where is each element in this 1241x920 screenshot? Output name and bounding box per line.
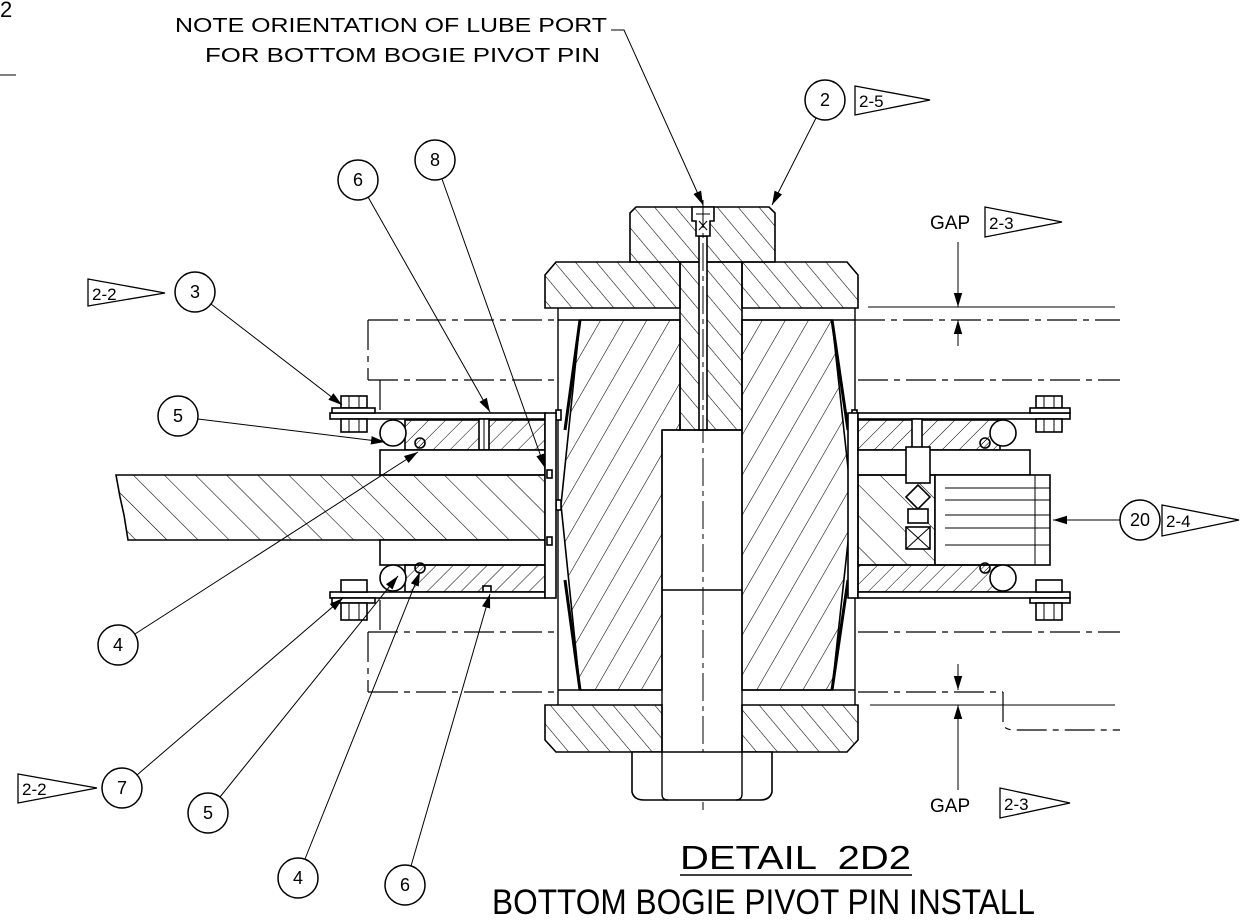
left-upper-nut	[340, 418, 368, 433]
left-upper-small-o-ring	[414, 437, 426, 449]
wedge-upper-right	[830, 319, 850, 431]
lube-note-line1: NOTE ORIENTATION OF LUBE PORT	[175, 15, 607, 37]
right-upper-seal-ring	[857, 419, 1001, 451]
item-balloon: 8	[414, 139, 456, 181]
left-upper-spacer	[379, 449, 546, 476]
left-bushing-flange	[544, 412, 557, 599]
left-lug-assembly	[115, 395, 557, 621]
wedge-upper-left	[563, 319, 582, 431]
phantom-structure-lines	[367, 319, 1120, 731]
clevis-fitting-hex	[904, 483, 932, 511]
right-bushing-flange	[847, 412, 859, 599]
item-balloon-number: 3	[190, 282, 200, 302]
left-lower-nut	[340, 602, 368, 621]
lube-note-line2: FOR BOTTOM BOGIE PIVOT PIN	[205, 45, 600, 67]
item-balloon: 5	[157, 395, 199, 437]
wedge-lower-right	[830, 579, 850, 691]
bolt-upper-shaft	[679, 261, 743, 431]
item-balloon-number: 6	[353, 170, 363, 190]
item-balloon: 7	[101, 767, 143, 809]
flag-note-label: 2-2	[22, 780, 47, 799]
flag-note-label: 2-5	[859, 92, 884, 111]
corner-mark: 2	[0, 0, 12, 22]
flag-note: 2-2	[17, 773, 98, 804]
item-balloon-number: 4	[293, 868, 303, 888]
item-balloon: 6	[337, 159, 379, 201]
left-lower-bolt-head	[340, 579, 368, 593]
right-lower-seal-ring	[857, 564, 1001, 593]
flag-note-label: 2-3	[989, 214, 1014, 233]
item-balloon-number: 5	[203, 803, 213, 823]
left-upper-large-o-ring	[379, 419, 407, 447]
lube-note-leader	[611, 29, 704, 206]
item-balloon: 3	[174, 271, 216, 313]
right-upper-spacer	[857, 449, 1031, 476]
right-upper-nut	[1035, 418, 1063, 433]
right-lower-retainer-plate	[857, 591, 1071, 599]
left-lower-spacer	[379, 539, 546, 566]
leader-lines	[134, 117, 1120, 867]
lower-gap-label: GAP	[930, 796, 970, 817]
right-upper-large-o-ring	[989, 419, 1017, 447]
left-upper-seal-ring	[404, 419, 546, 451]
detail-subtitle: BOTTOM BOGIE PIVOT PIN INSTALL	[492, 883, 1035, 920]
detail-title: DETAIL 2D2	[680, 839, 911, 876]
right-upper-small-o-ring	[979, 437, 991, 449]
right-lower-large-o-ring	[989, 564, 1017, 592]
flag-note-label: 2-3	[1004, 795, 1029, 814]
item-balloon: 2	[804, 79, 846, 121]
upper-gap-label: GAP	[930, 213, 970, 234]
upper-gap-dimension: GAP	[868, 213, 1115, 346]
item-balloon-number: 4	[113, 635, 123, 655]
right-lower-small-o-ring	[979, 562, 991, 574]
item-balloon-number: 2	[820, 90, 830, 110]
item-balloon: 4	[97, 624, 139, 666]
item-balloon: 20	[1119, 499, 1161, 541]
item-balloon-number: 5	[173, 406, 183, 426]
right-upper-grease-fitting	[911, 418, 923, 451]
item-balloon-number: 20	[1130, 510, 1150, 530]
bearing-sleeve	[555, 308, 858, 705]
bolt-nut	[631, 751, 773, 801]
upper-flange-washer	[544, 261, 859, 309]
right-clevis-assembly	[847, 395, 1071, 621]
item-balloon: 6	[384, 864, 426, 906]
lube-port-note: NOTE ORIENTATION OF LUBE PORT FOR BOTTOM…	[175, 15, 704, 206]
left-lower-seal-ring	[404, 564, 546, 593]
lower-flange-washer	[544, 704, 859, 753]
right-upper-bolt-head	[1035, 395, 1063, 409]
item-balloon: 5	[187, 792, 229, 834]
left-lower-large-o-ring	[379, 564, 407, 592]
right-upper-retainer-plate	[857, 412, 1071, 420]
flag-note: 2-5	[854, 85, 931, 116]
right-lower-nut	[1035, 602, 1063, 621]
item-balloon-number: 6	[400, 875, 410, 895]
flag-note: 2-2	[87, 278, 166, 307]
left-upper-bolt-head	[340, 395, 368, 409]
item-balloon-number: 8	[430, 150, 440, 170]
lug-plate	[115, 474, 546, 541]
lower-gap-dimension: GAP	[870, 664, 1115, 817]
flag-note: 2-3	[984, 206, 1063, 238]
item-balloon: 4	[277, 857, 319, 899]
right-lower-bolt-head	[1035, 579, 1063, 593]
flag-note: 2-4	[1161, 504, 1240, 537]
flag-note-label: 2-2	[92, 285, 117, 304]
flag-note: 2-3	[999, 787, 1071, 819]
left-barrel	[560, 319, 681, 691]
flag-note-label: 2-4	[1166, 512, 1191, 531]
left-lower-small-o-ring	[414, 562, 426, 574]
right-barrel	[741, 319, 853, 691]
clevis-grease-fitting	[905, 446, 931, 484]
left-upper-retainer-plate	[329, 412, 546, 420]
wedge-lower-left	[563, 579, 582, 691]
detail-title-block: DETAIL 2D2 BOTTOM BOGIE PIVOT PIN INSTAL…	[492, 839, 1035, 920]
item-balloon-number: 7	[117, 778, 127, 798]
left-lower-retainer-plate	[329, 591, 546, 599]
clevis-bore-area	[934, 474, 1051, 566]
